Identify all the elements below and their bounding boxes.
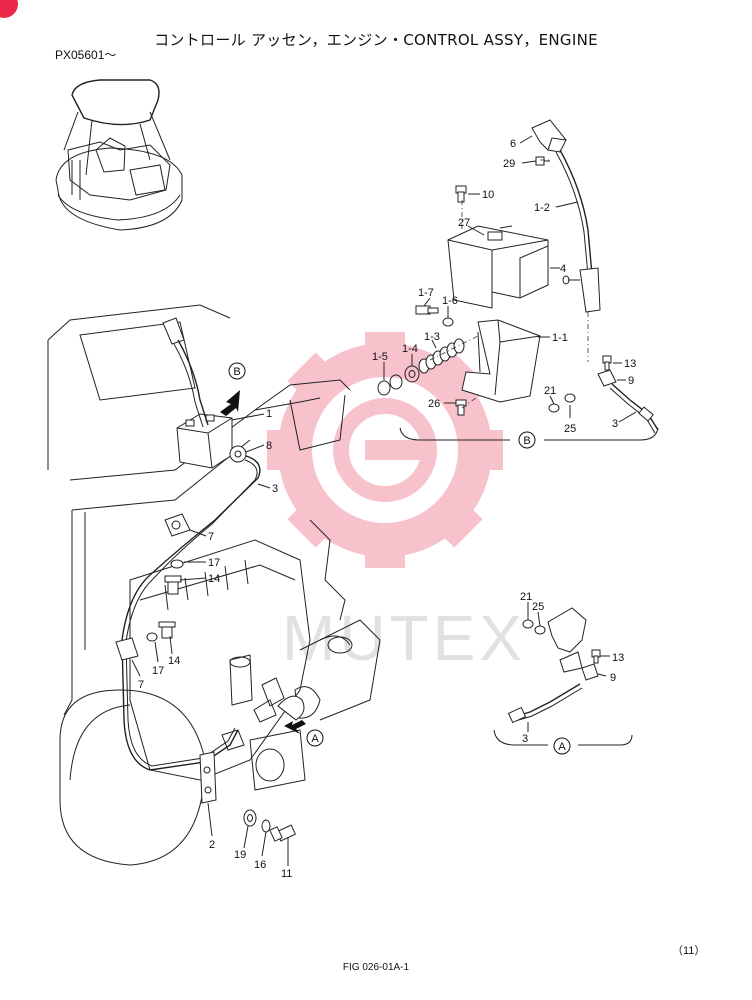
- callout-1-2: 1-2: [534, 202, 550, 214]
- serial-range: PX05601～: [55, 48, 117, 62]
- engine-block: [59, 519, 381, 866]
- callout-3-a: 3: [522, 733, 528, 745]
- callout-25: 25: [564, 423, 576, 435]
- svg-text:A: A: [311, 733, 319, 745]
- watermark-gear-logo: [267, 332, 503, 568]
- governor-lever-main: [253, 677, 305, 723]
- callout-1-3: 1-3: [424, 331, 440, 343]
- figure-code: FIG 026-01A-1: [342, 962, 410, 973]
- callout-21: 21: [544, 385, 556, 397]
- callout-11: 11: [281, 868, 292, 880]
- callout-13-a: 13: [612, 652, 624, 664]
- page-number: （11）: [672, 945, 706, 957]
- page-title: コントロール アッセン，エンジン・CONTROL ASSY，ENGINE: [154, 31, 598, 49]
- view-b-arrow: [220, 390, 240, 416]
- frame-structure: [47, 304, 351, 716]
- callout-9-a: 9: [610, 672, 616, 684]
- callout-8: 8: [266, 440, 272, 452]
- callout-25-a: 25: [532, 601, 544, 613]
- callout-7-lower: 7: [138, 679, 144, 691]
- view-label-b-detail: B: [518, 431, 536, 449]
- callout-13: 13: [624, 358, 636, 370]
- cable-clamp-lower: [115, 621, 176, 661]
- control-lever-main: [162, 317, 209, 428]
- svg-text:B: B: [233, 366, 240, 378]
- callout-26: 26: [428, 398, 440, 410]
- callout-6: 6: [510, 138, 516, 150]
- leader-lines: [131, 135, 637, 866]
- exploded-view-a: [493, 607, 633, 746]
- callout-14-lower: 14: [168, 655, 180, 667]
- callout-29: 29: [503, 158, 515, 170]
- watermark-text: MUTEX: [282, 602, 526, 674]
- callout-4: 4: [560, 263, 566, 275]
- svg-text:B: B: [523, 435, 530, 447]
- callout-21-a: 21: [520, 591, 532, 603]
- lower-hardware: [243, 809, 297, 842]
- view-label-a-detail: A: [553, 737, 571, 755]
- svg-text:A: A: [558, 741, 566, 753]
- callout-1-4: 1-4: [402, 343, 418, 355]
- callout-1-1: 1-1: [552, 332, 568, 344]
- callout-labels: 6 29 10 1-2 27 4 1-7 1-6 1-1 1-3 1-4 1-5…: [138, 138, 636, 880]
- machine-overview: [55, 79, 183, 231]
- callout-7-upper: 7: [208, 531, 214, 543]
- cable-clamp-upper: [164, 513, 191, 537]
- callout-14-upper: 14: [208, 573, 220, 585]
- view-a-arrow: [284, 720, 306, 734]
- view-label-a-main: A: [306, 729, 324, 747]
- control-box-main: [176, 413, 247, 469]
- bolt-washer-upper: [164, 559, 184, 595]
- callout-19: 19: [234, 849, 246, 861]
- corner-badge: [0, 0, 18, 18]
- callout-2: 2: [209, 839, 215, 851]
- exploded-view-b: [377, 119, 659, 441]
- callout-3-b: 3: [612, 418, 618, 430]
- callout-1-6: 1-6: [442, 295, 458, 307]
- callout-16: 16: [254, 859, 266, 871]
- callout-9: 9: [628, 375, 634, 387]
- view-label-b-main: B: [228, 362, 246, 380]
- callout-1-5: 1-5: [372, 351, 388, 363]
- callout-17-lower: 17: [152, 665, 164, 677]
- callout-10: 10: [482, 189, 494, 201]
- callout-3: 3: [272, 483, 278, 495]
- callout-17-upper: 17: [208, 557, 220, 569]
- throttle-cable-main: [121, 455, 261, 771]
- callout-1-7: 1-7: [418, 287, 434, 299]
- callout-27: 27: [458, 217, 470, 229]
- callout-1: 1: [266, 408, 272, 420]
- cable-bracket-lower: [199, 729, 245, 804]
- spring-stack: [377, 338, 465, 396]
